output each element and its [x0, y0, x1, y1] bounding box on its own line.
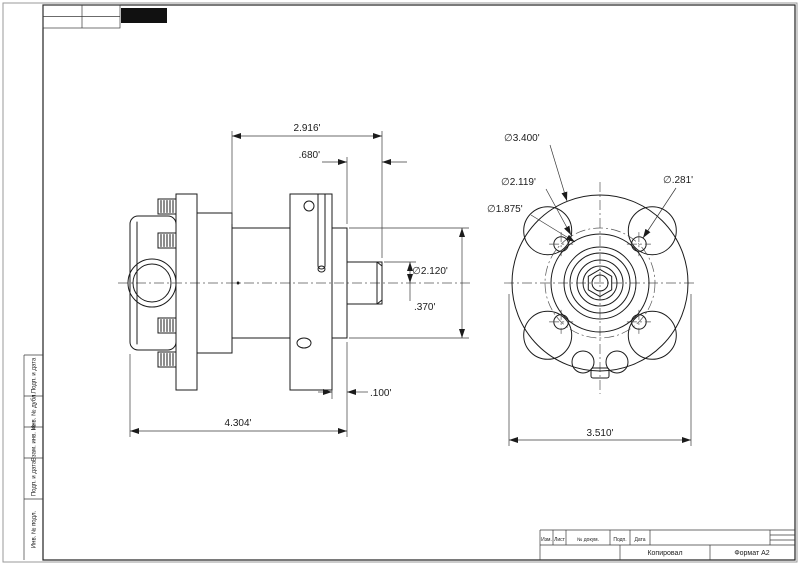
leader-pilot-diameter: ∅1.875'	[487, 204, 576, 243]
side-view	[127, 193, 383, 391]
bolt-circle-centerline	[544, 227, 656, 339]
title-col-list: Лист	[554, 537, 566, 543]
title-col-podp: Подп.	[613, 537, 626, 543]
pilot-circle	[550, 233, 650, 333]
dim-hole-diameter-label: ∅.281'	[663, 175, 693, 186]
title-block: Изм. Лист № докум. Подп. Дата Копировал …	[539, 529, 795, 560]
flange-hole-top	[303, 200, 315, 212]
dimension-top-width: 2.916'	[231, 123, 383, 258]
shaft-center-circle	[591, 274, 609, 292]
dimension-flange-gap: .100'	[318, 388, 391, 399]
dim-outer-diameter-label: ∅3.400'	[504, 133, 540, 144]
dim-pilot-diameter-label: ∅2.120'	[412, 266, 448, 277]
flange-outline	[511, 194, 689, 372]
flange-slot	[317, 193, 326, 270]
front-view	[511, 194, 689, 379]
flange-hole-bottom	[296, 337, 312, 349]
dim-front-width-label: 3.510'	[587, 428, 614, 439]
mounting-flange	[289, 193, 333, 391]
shaft	[346, 261, 383, 305]
dimension-shaft-length: .680'	[299, 150, 407, 224]
center-hub	[550, 233, 650, 333]
dim-top-width-label: 2.916'	[294, 123, 321, 134]
dimension-pilot-diameter: ∅2.120'	[349, 227, 469, 339]
leader-hole-diameter: ∅.281'	[642, 175, 693, 239]
dim-front-pilot-label: ∅1.875'	[487, 204, 523, 215]
center-mark-dot	[236, 281, 240, 285]
dim-shaft-step-label: .370'	[414, 302, 435, 313]
dimension-front-width: 3.510'	[508, 294, 692, 446]
leader-bolt-circle: ∅2.119'	[501, 177, 572, 236]
revision-label: Инв. № дубл.	[31, 393, 38, 430]
revision-label: Подп. и дата	[32, 357, 38, 393]
rear-plate	[175, 193, 198, 391]
bottom-feet	[571, 350, 629, 379]
title-col-docnum: № докум.	[577, 537, 599, 543]
corner-lobes	[523, 206, 677, 360]
revision-label: Подп. и дата	[32, 460, 38, 496]
corner-stamp	[42, 4, 167, 29]
copied-label: Копировал	[647, 550, 682, 557]
leader-outer-diameter: ∅3.400'	[504, 133, 568, 202]
port-circle-inner	[132, 263, 172, 303]
format-label: Формат А2	[734, 550, 769, 557]
title-col-data: Дата	[634, 537, 645, 543]
dim-bolt-circle-label: ∅2.119'	[501, 177, 536, 188]
dim-flange-gap-label: .100'	[370, 388, 391, 399]
dim-shaft-length-label: .680'	[299, 150, 320, 161]
title-col-izm: Изм.	[541, 537, 552, 543]
dim-overall-length-label: 4.304'	[225, 418, 252, 429]
bottom-tab	[590, 367, 610, 379]
dimension-overall-length: 4.304'	[129, 342, 348, 437]
revision-label: Взам. инв. №	[31, 424, 38, 461]
dimension-shaft-step: .370'	[384, 261, 435, 313]
stamp-black-box	[121, 8, 167, 23]
revision-strip: Подп. и дата Инв. № дубл. Взам. инв. № П…	[23, 354, 43, 560]
revision-label: Инв. № подл.	[31, 510, 38, 548]
hex-nut	[587, 268, 613, 298]
centerlines	[118, 182, 696, 394]
